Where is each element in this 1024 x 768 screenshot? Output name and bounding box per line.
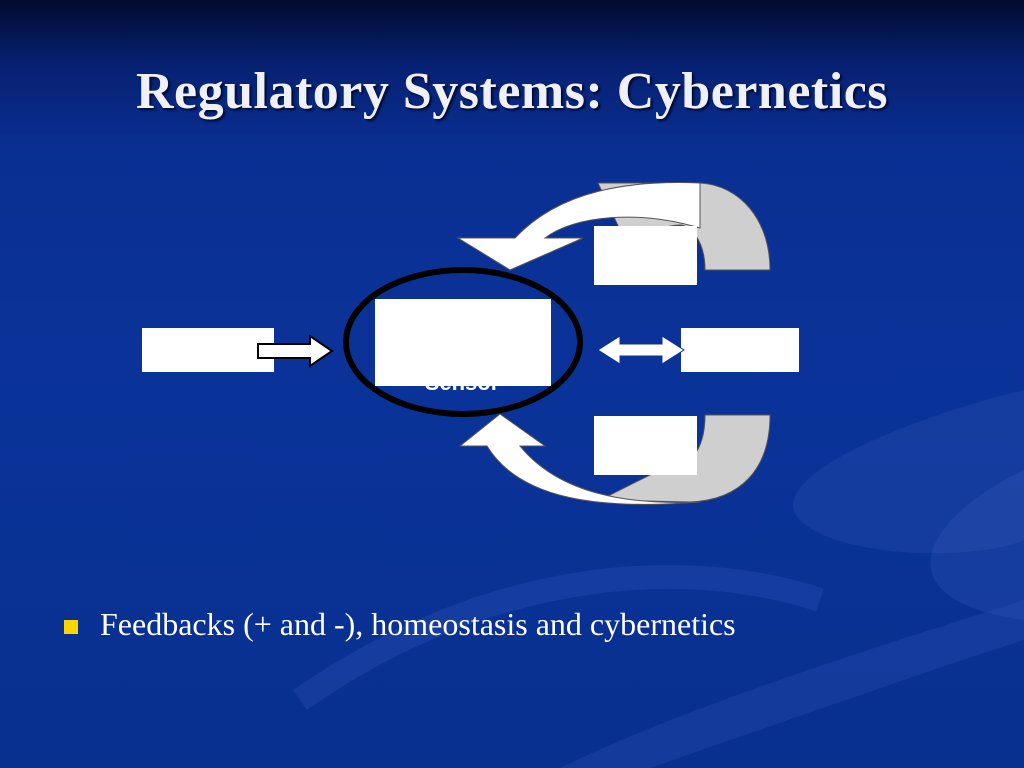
bottom-node-box bbox=[594, 416, 697, 475]
top-curved-arrow bbox=[456, 182, 701, 271]
slide-title: Regulatory Systems: Cybernetics bbox=[135, 63, 889, 120]
left-node-box bbox=[142, 328, 274, 372]
right-node-box bbox=[681, 328, 799, 372]
bullet-item: Feedbacks (+ and -), homeostasis and cyb… bbox=[64, 606, 736, 643]
bullet-text: Feedbacks (+ and -), homeostasis and cyb… bbox=[100, 606, 736, 642]
bullet-marker bbox=[64, 619, 78, 634]
output-double-arrow bbox=[597, 335, 685, 365]
input-arrow bbox=[257, 334, 334, 368]
center-node-box bbox=[375, 299, 551, 386]
center-node-label: Sensor bbox=[425, 370, 500, 395]
bottom-curved-arrow bbox=[458, 413, 701, 505]
center-ellipse bbox=[343, 267, 583, 417]
top-node-box bbox=[594, 226, 697, 285]
